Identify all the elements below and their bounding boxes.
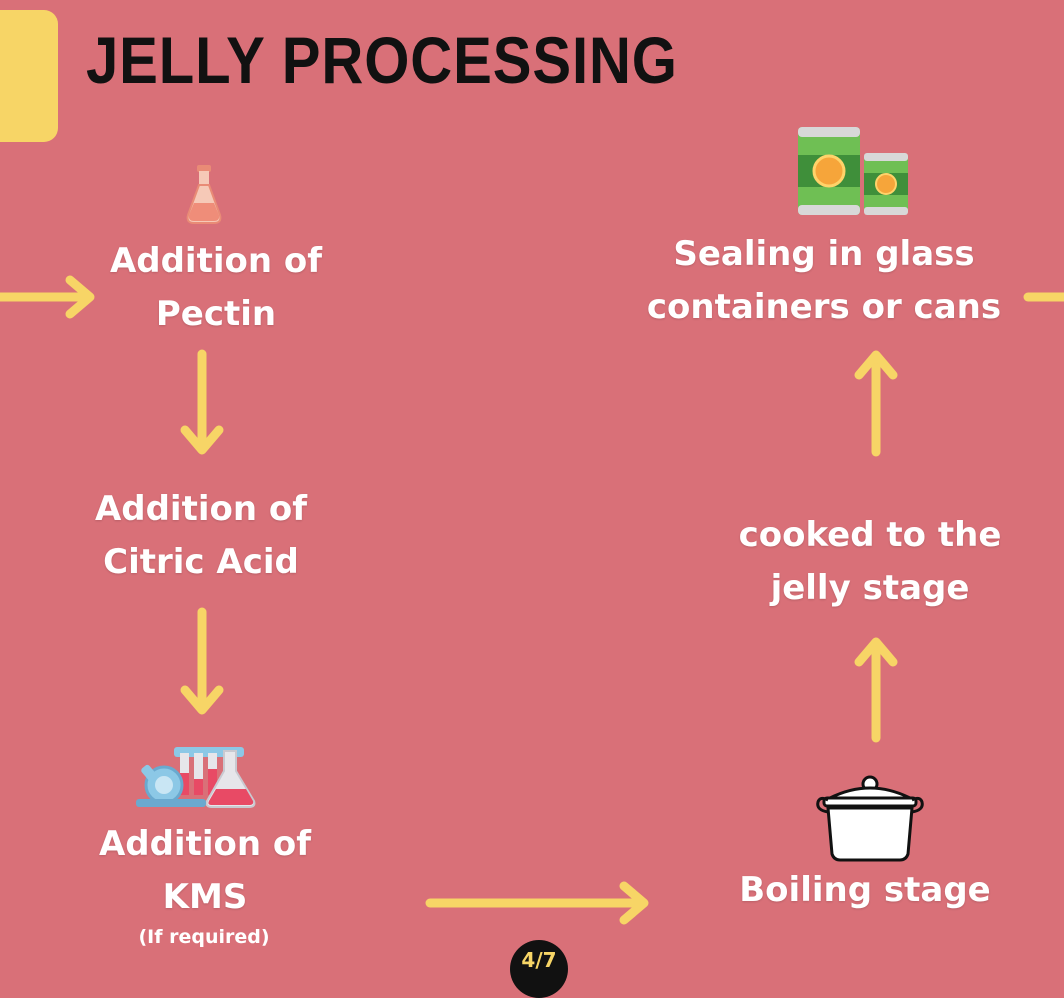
step-boiling-line1: Boiling stage [739,870,991,910]
flow-arrows [0,127,1064,925]
cans-icon [798,127,908,215]
step-citric-line1: Addition of [94,489,308,529]
step-sealing-line2: containers or cans [646,286,1002,327]
step-citric-line2: Citric Acid [103,541,299,582]
lab-glassware-icon [136,747,256,808]
step-addition-of-pectin: Addition of Pectin [96,235,336,340]
step-cooked-to-jelly-stage: cooked to the jelly stage [730,509,1010,614]
cooking-pot-icon [816,775,924,862]
page-title: JELLY PROCESSING [86,23,678,97]
flask-icon [186,165,222,224]
step-sealing-line1: Sealing in glass [673,234,975,274]
yellow-accent-tab [0,10,58,142]
step-pectin-line1: Addition of [109,241,323,281]
step-sealing-in-glass: Sealing in glass containers or cans [636,228,1012,333]
step-cooked-line2: jelly stage [770,567,970,608]
step-kms-note: (If required) [138,926,270,948]
step-addition-of-citric-acid: Addition of Citric Acid [76,483,326,588]
arrow-into-pectin [0,275,95,319]
step-addition-of-kms: Addition of KMS [80,818,330,923]
step-pectin-line2: Pectin [155,293,277,334]
arrow-pectin-to-citric [180,349,224,455]
step-kms-line1: Addition of [98,824,312,864]
arrow-citric-to-kms [180,607,224,715]
step-kms-line2: KMS [162,876,248,917]
step-cooked-line1: cooked to the [738,515,1002,555]
arrow-cooked-to-sealing [854,350,898,457]
step-boiling-stage: Boiling stage [730,864,1000,917]
arrow-boiling-to-cooked [854,637,898,743]
page-indicator: 4/7 [510,940,568,998]
arrow-kms-to-boiling [425,881,649,925]
